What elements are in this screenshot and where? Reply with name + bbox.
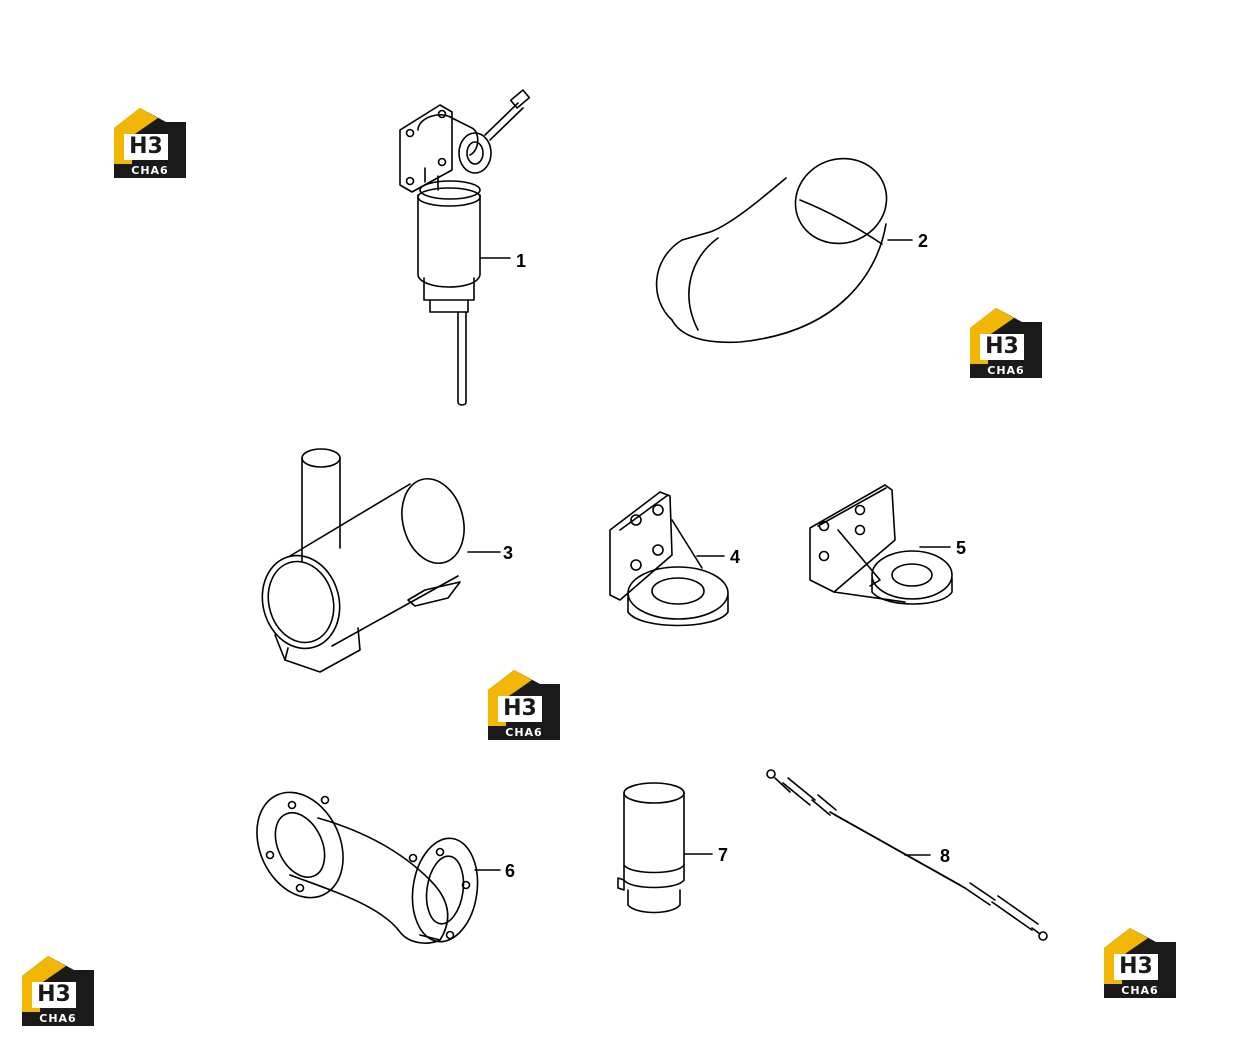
watermark-logo: H3 CHA6 (20, 954, 96, 1028)
logo-mark: H3 (985, 334, 1019, 359)
logo-word: CHA6 (114, 164, 186, 178)
part-3-muffler (261, 448, 501, 673)
part-5-bracket (809, 484, 953, 605)
callout-3: 3 (503, 543, 514, 563)
part-2-elbow-hose (655, 157, 913, 344)
callout-2: 2 (918, 231, 929, 251)
callout-5: 5 (956, 538, 967, 558)
part-8-control-cable (766, 769, 1048, 941)
logo-mark: H3 (503, 696, 537, 721)
part-6-exhaust-elbow (256, 791, 501, 944)
logo-word: CHA6 (22, 1012, 94, 1026)
callout-6: 6 (505, 861, 516, 881)
callout-8: 8 (940, 846, 951, 866)
watermark-logo: H3 CHA6 (112, 106, 188, 180)
logo-word: CHA6 (1104, 984, 1176, 998)
watermark-logo: H3 CHA6 (1102, 926, 1178, 1000)
logo-mark: H3 (1119, 954, 1153, 979)
callout-7: 7 (718, 845, 729, 865)
callout-4: 4 (730, 547, 741, 567)
logo-mark: H3 (37, 982, 71, 1007)
part-4-bracket (609, 491, 729, 627)
watermark-logo: H3 CHA6 (486, 668, 562, 742)
callout-1: 1 (516, 251, 527, 271)
logo-word: CHA6 (970, 364, 1042, 378)
part-7-sleeve (617, 782, 713, 914)
part-1-fuel-filter (399, 89, 531, 406)
watermark-logo: H3 CHA6 (968, 306, 1044, 380)
logo-mark: H3 (129, 134, 163, 159)
logo-word: CHA6 (488, 726, 560, 740)
